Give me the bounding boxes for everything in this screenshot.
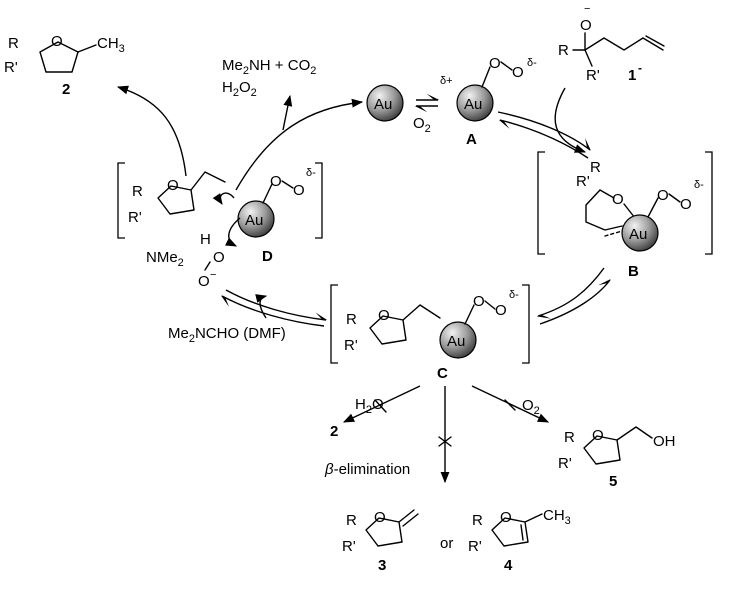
intermediate-C: R R' O Au O O δ- C xyxy=(330,284,530,382)
svg-text:Au: Au xyxy=(245,212,263,229)
svg-text:O: O xyxy=(657,187,669,204)
svg-text:δ-: δ- xyxy=(306,167,316,179)
label-compound-2: 2 xyxy=(62,81,70,98)
intermediate-B: R' R O Au O O δ- B xyxy=(537,151,713,280)
svg-text:R': R' xyxy=(576,173,590,190)
svg-text:−: − xyxy=(210,269,216,281)
catalytic-cycle-arrows xyxy=(116,85,611,327)
svg-text:−: − xyxy=(584,3,590,15)
svg-text:Au: Au xyxy=(464,96,482,113)
label-A: A xyxy=(466,131,477,148)
svg-text:H2O2: H2O2 xyxy=(222,79,257,99)
svg-text:δ-: δ- xyxy=(509,289,519,301)
svg-text:Au: Au xyxy=(374,96,392,113)
label-compound-5: 5 xyxy=(609,473,617,490)
svg-text:OH: OH xyxy=(653,433,676,450)
svg-text:O: O xyxy=(198,273,210,290)
compound-5: R R' O OH 5 xyxy=(558,426,676,490)
svg-text:O: O xyxy=(500,509,512,526)
compound-4: R R' O CH3 4 xyxy=(468,507,571,574)
svg-text:R: R xyxy=(8,35,19,52)
svg-text:O: O xyxy=(374,509,386,526)
svg-text:O: O xyxy=(473,293,485,310)
intermediate-A: Au δ+ O O δ- A xyxy=(440,55,537,148)
svg-text:R: R xyxy=(472,512,483,529)
svg-text:R': R' xyxy=(4,59,18,76)
svg-text:O: O xyxy=(592,427,604,444)
gold-nanoparticle-free: Au xyxy=(366,84,404,122)
svg-text:O: O xyxy=(293,182,305,199)
label-C: C xyxy=(437,365,448,382)
intermediate-D: R R' O Au O O δ- H O NMe2 O − D xyxy=(117,162,323,290)
svg-text:O: O xyxy=(378,307,390,324)
svg-text:R: R xyxy=(346,311,357,328)
or-text: or xyxy=(440,535,453,552)
svg-text:Me2NCHO (DMF): Me2NCHO (DMF) xyxy=(168,325,286,345)
svg-text:δ-: δ- xyxy=(527,57,537,69)
svg-text:Me2NH + CO2: Me2NH + CO2 xyxy=(222,57,316,77)
label-compound-3: 3 xyxy=(378,557,386,574)
label-compound-1: 1 xyxy=(628,67,636,84)
svg-text:R': R' xyxy=(128,209,142,226)
svg-text:O: O xyxy=(612,191,624,208)
svg-text:R: R xyxy=(564,429,575,446)
compound-3: R R' O 3 xyxy=(342,509,419,574)
svg-text:H: H xyxy=(200,231,211,248)
label-compound-2-blocked: 2 xyxy=(330,423,338,440)
svg-text:R: R xyxy=(346,512,357,529)
svg-text:CH3: CH3 xyxy=(543,507,571,527)
svg-text:O2: O2 xyxy=(413,115,431,135)
svg-text:-: - xyxy=(638,61,642,75)
svg-text:O: O xyxy=(270,173,282,190)
svg-text:O: O xyxy=(213,249,225,266)
svg-text:R': R' xyxy=(342,538,356,555)
svg-text:O2: O2 xyxy=(522,397,540,417)
svg-text:O: O xyxy=(51,33,63,50)
svg-text:H2O: H2O xyxy=(355,396,384,416)
svg-text:R: R xyxy=(132,183,143,200)
label-B: B xyxy=(628,263,639,280)
svg-text:O: O xyxy=(489,55,501,72)
svg-text:O: O xyxy=(580,17,592,34)
svg-text:R': R' xyxy=(586,67,600,84)
svg-text:Au: Au xyxy=(629,226,647,243)
byproducts-text: Me2NH + CO2 H2O2 xyxy=(222,57,316,99)
blocked-pathways: H2O 2 O2 β-elimination xyxy=(324,385,550,484)
svg-text:R': R' xyxy=(344,337,358,354)
svg-text:Au: Au xyxy=(447,333,465,350)
label-compound-4: 4 xyxy=(504,557,513,574)
svg-text:R': R' xyxy=(558,455,572,472)
svg-text:NMe2: NMe2 xyxy=(146,249,184,269)
svg-text:R: R xyxy=(590,159,601,176)
equilibrium-au-A: O2 xyxy=(413,93,440,135)
label-D: D xyxy=(262,248,273,265)
svg-text:δ+: δ+ xyxy=(440,75,453,87)
svg-text:R: R xyxy=(558,42,569,59)
svg-text:β-elimination: β-elimination xyxy=(324,461,410,478)
compound-1-anion: O − R R' 1 - xyxy=(558,3,665,84)
svg-text:CH3: CH3 xyxy=(97,35,125,55)
svg-text:O: O xyxy=(512,64,524,81)
dmf-reagent: Me2NCHO (DMF) xyxy=(168,325,286,345)
svg-text:O: O xyxy=(680,196,692,213)
svg-text:O: O xyxy=(495,302,507,319)
svg-text:O: O xyxy=(167,177,179,194)
svg-text:R': R' xyxy=(468,538,482,555)
compound-2-top: R R' O CH3 2 xyxy=(4,33,125,98)
svg-text:δ-: δ- xyxy=(694,179,704,191)
